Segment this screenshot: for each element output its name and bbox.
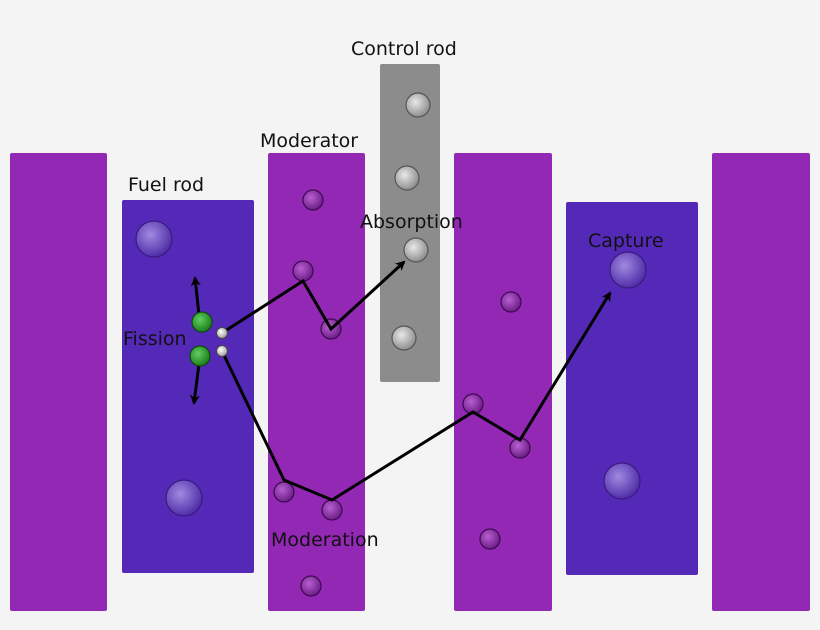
fission-label: Fission <box>123 328 187 350</box>
moderator-atom <box>302 189 324 211</box>
neutron-path-capture <box>220 291 612 502</box>
moderator-atom <box>292 260 314 282</box>
moderator-atom <box>479 528 501 550</box>
control-rod-label: Control rod <box>351 38 457 60</box>
control-atom <box>391 325 417 351</box>
moderator-rod-1 <box>10 153 107 611</box>
moderation-label: Moderation <box>271 529 379 551</box>
control-atom <box>394 165 420 191</box>
neutron <box>216 327 228 339</box>
moderator-atom <box>462 393 484 415</box>
capture-label: Capture <box>588 230 664 252</box>
fission-arrow-up <box>190 276 201 316</box>
fuel-rod-label: Fuel rod <box>128 174 204 196</box>
moderator-atom <box>300 575 322 597</box>
fission-arrow-down <box>190 363 201 405</box>
fuel-atom <box>165 479 203 517</box>
neutron-path-absorption <box>221 260 406 335</box>
moderator-atom <box>273 481 295 503</box>
moderator-rod-3 <box>454 153 552 611</box>
fuel-atom <box>609 251 647 289</box>
neutron <box>216 345 228 357</box>
control-rod <box>380 64 440 382</box>
fuel-atom <box>603 462 641 500</box>
fuel-rod-2 <box>566 202 698 575</box>
fuel-atom <box>135 220 173 258</box>
moderator-atom <box>500 291 522 313</box>
moderator-atom <box>321 499 343 521</box>
fuel-rod-1 <box>122 200 254 573</box>
control-atom <box>403 237 429 263</box>
moderator-rod-4 <box>712 153 810 611</box>
control-atom <box>405 92 431 118</box>
absorption-label: Absorption <box>360 211 463 233</box>
moderator-label: Moderator <box>260 130 358 152</box>
fission-product <box>189 345 211 367</box>
fission-product <box>191 311 213 333</box>
